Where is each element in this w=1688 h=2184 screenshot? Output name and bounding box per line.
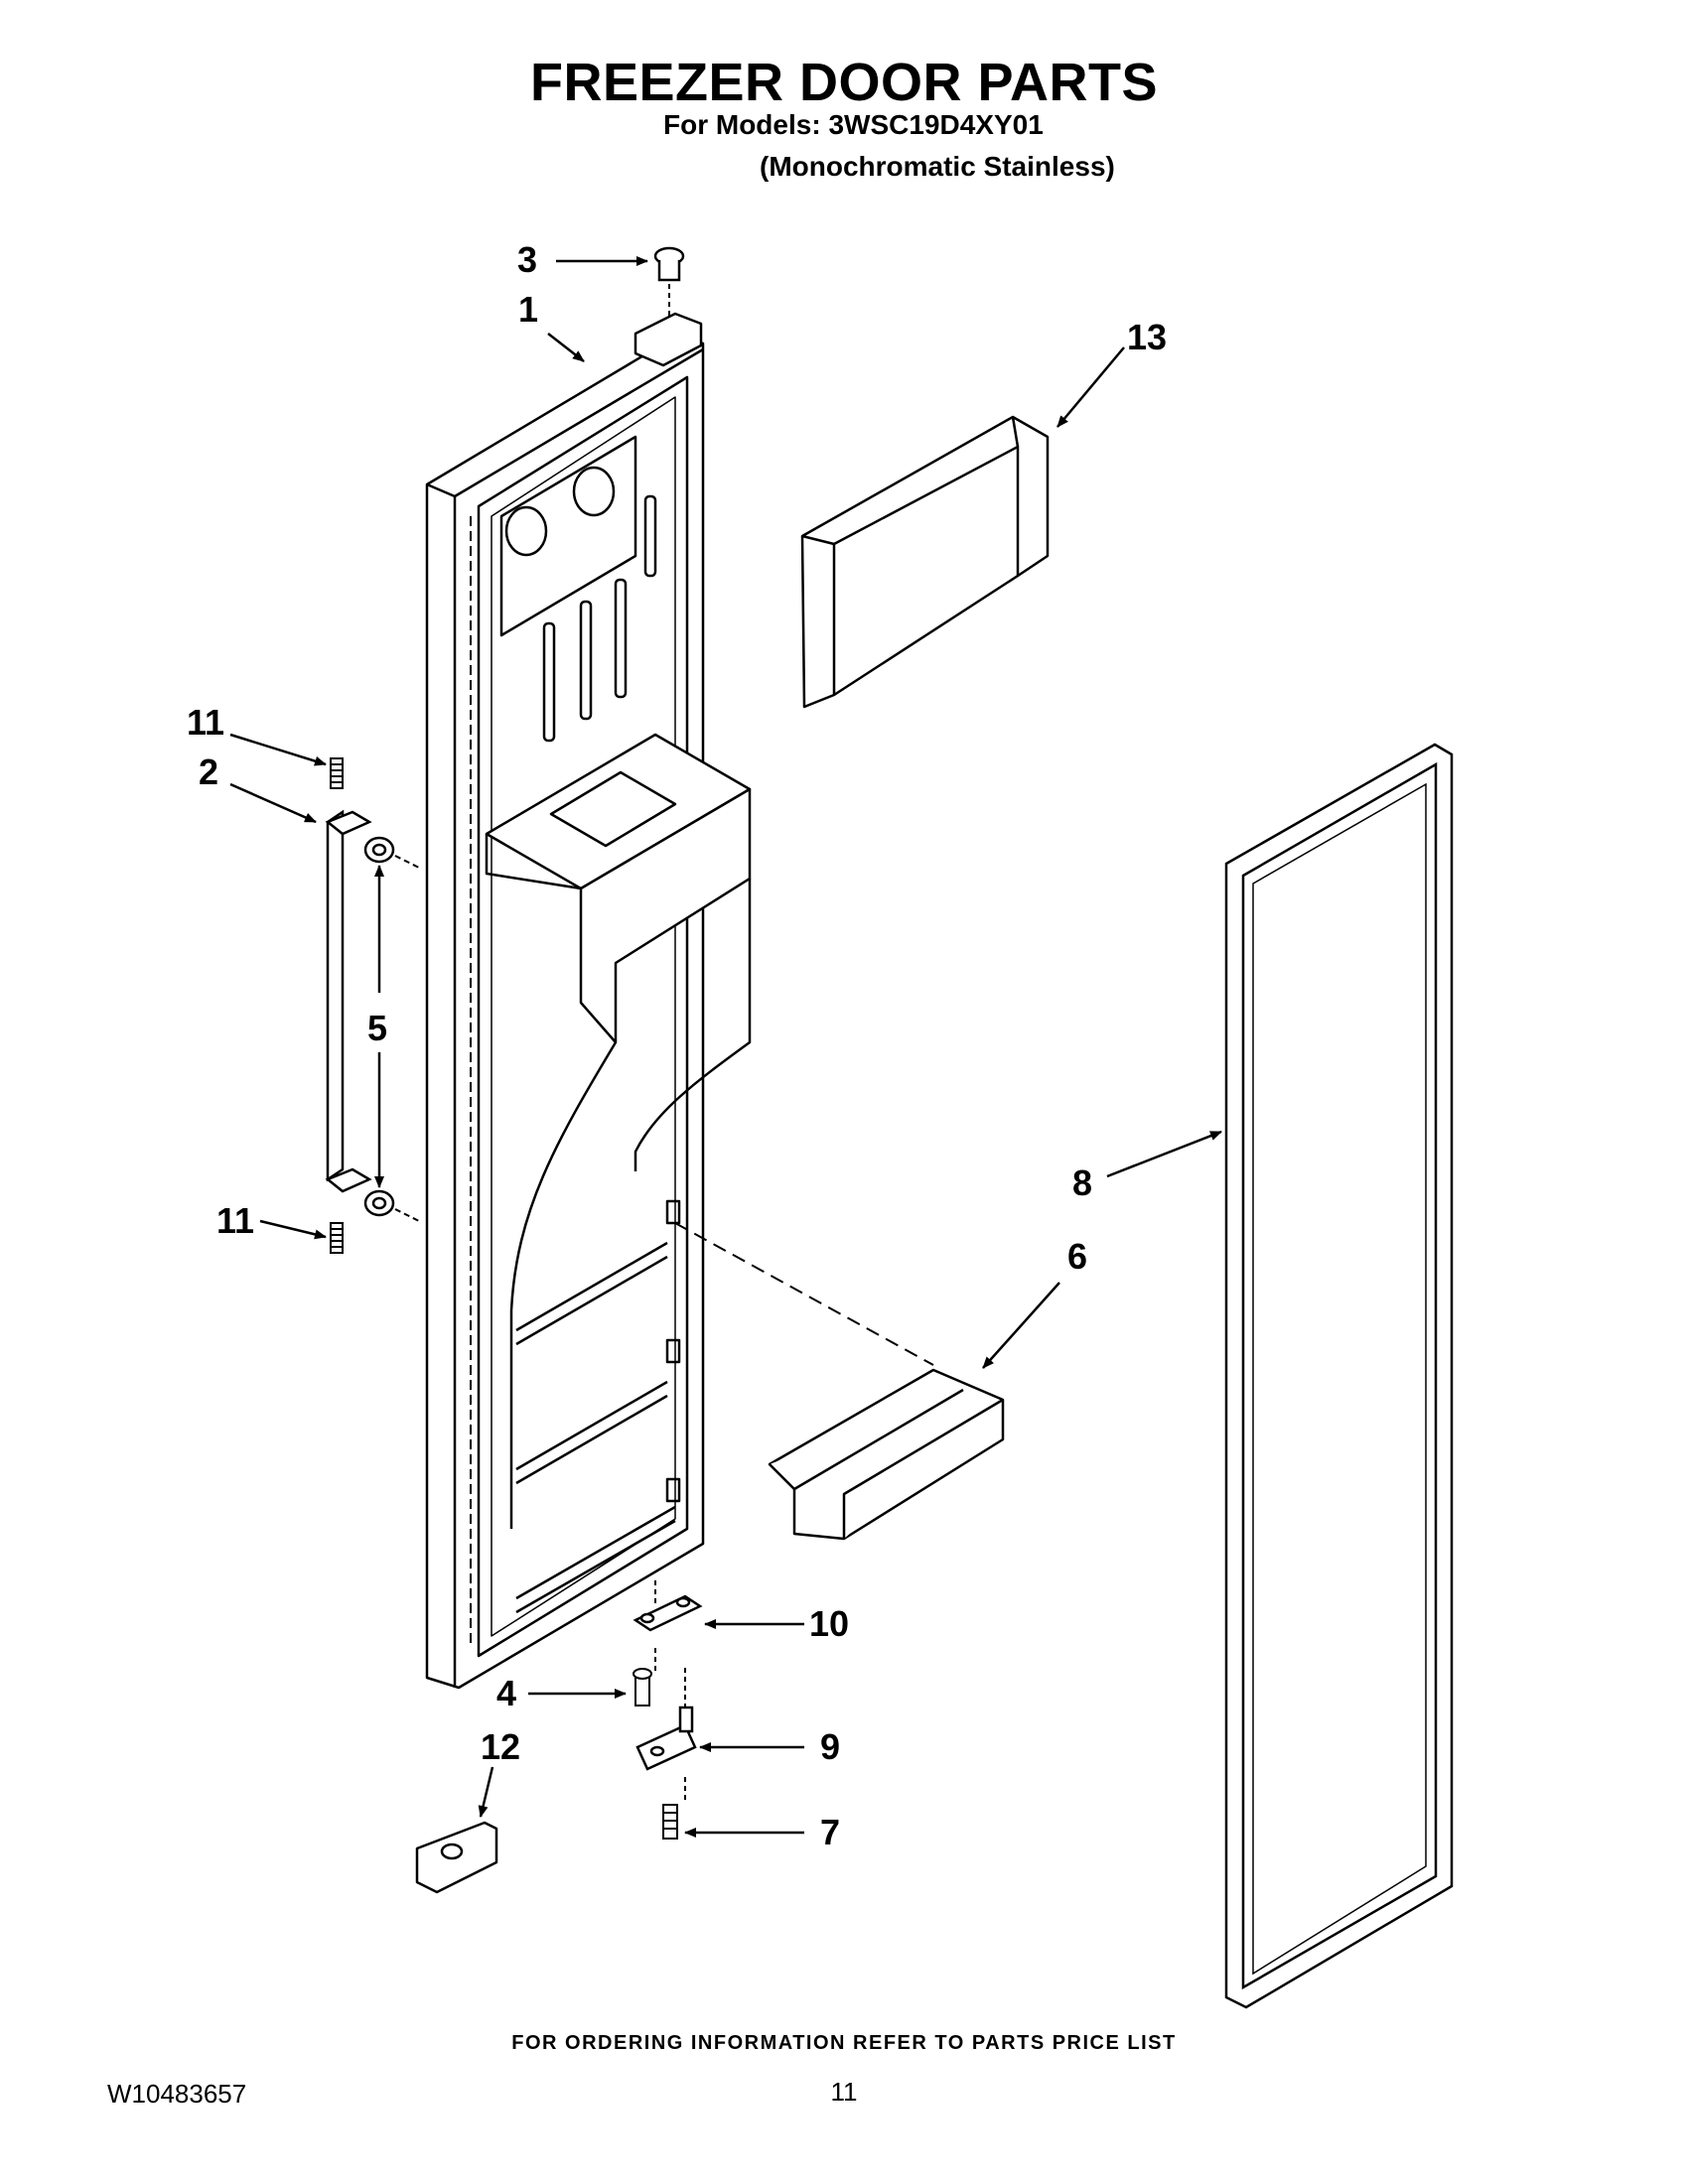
leader-8	[1106, 1130, 1222, 1178]
callout-9: 9	[820, 1726, 840, 1767]
hinge-bushing	[653, 246, 685, 282]
leader-13	[1056, 346, 1125, 428]
callout-7: 7	[820, 1812, 840, 1852]
model-number-line: For Models: 3WSC19D4XY01	[663, 109, 1044, 140]
freezer-door-assembly	[425, 312, 752, 1690]
leader-2	[229, 782, 317, 824]
hinge-cover	[415, 1821, 498, 1894]
callout-10: 10	[809, 1603, 849, 1644]
callout-8: 8	[1072, 1162, 1092, 1203]
handle-screw-bottom	[330, 1222, 344, 1254]
page-number: 11	[830, 2077, 858, 2107]
callout-5: 5	[367, 1008, 387, 1048]
leader-1	[547, 333, 585, 362]
lower-hinge-plate	[633, 1594, 703, 1632]
leader-6	[982, 1282, 1060, 1369]
callout-11-top: 11	[187, 702, 224, 743]
hinge-screw	[633, 1668, 652, 1706]
leader-11-top	[229, 733, 327, 766]
page-title: FREEZER DOOR PARTS	[529, 53, 1159, 112]
callout-3: 3	[517, 239, 537, 280]
callout-13: 13	[1127, 317, 1167, 357]
callout-11-bottom: 11	[216, 1200, 254, 1241]
callout-12: 12	[481, 1726, 520, 1767]
handle-spacer-bottom	[363, 1189, 395, 1217]
door-bin	[768, 1368, 1005, 1541]
hinge-alignment-lines	[654, 1580, 686, 1803]
handle-screw-top	[330, 757, 344, 789]
callout-6: 6	[1067, 1236, 1087, 1277]
document-number: W10483657	[107, 2079, 247, 2109]
spacer-alignment-lines	[394, 855, 420, 1222]
ordering-information-note: FOR ORDERING INFORMATION REFER TO PARTS …	[511, 2032, 1177, 2054]
dispenser-cover	[800, 415, 1050, 709]
leader-11-bottom	[259, 1219, 327, 1240]
leader-12	[478, 1766, 494, 1818]
door-gasket	[1224, 743, 1454, 2009]
handle-spacer-top	[363, 836, 395, 864]
bin-alignment-line	[674, 1222, 934, 1366]
lower-hinge	[635, 1706, 697, 1771]
door-handle	[325, 809, 372, 1193]
callout-4: 4	[496, 1673, 516, 1713]
callout-2: 2	[199, 751, 218, 792]
finish-line: (Monochromatic Stainless)	[760, 151, 1115, 182]
callout-leaders	[229, 256, 1222, 1838]
hinge-screw-lower	[662, 1804, 678, 1840]
callout-1: 1	[518, 289, 538, 330]
